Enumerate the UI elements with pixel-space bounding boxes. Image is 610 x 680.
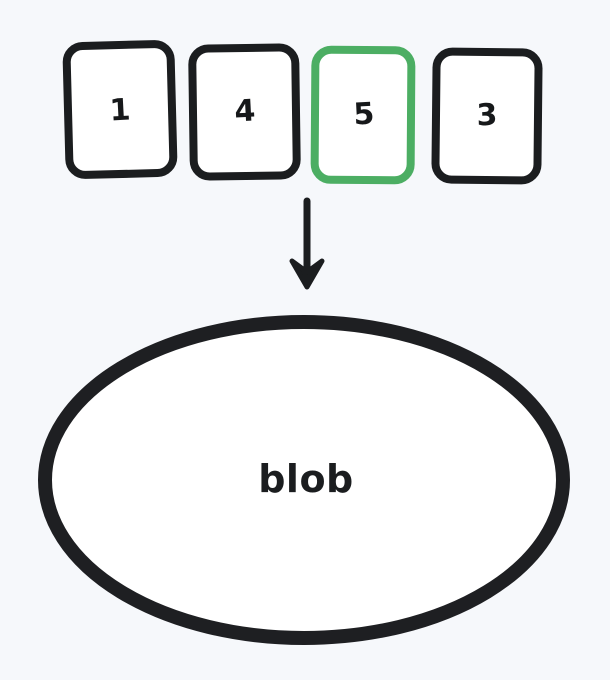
- card-label: 1: [109, 92, 132, 128]
- card-shape[interactable]: [310, 45, 416, 185]
- downward-arrow: [289, 197, 325, 290]
- blob-ellipse[interactable]: [38, 315, 570, 645]
- card-item-0[interactable]: 1: [62, 40, 178, 179]
- card-shape[interactable]: [62, 40, 178, 179]
- arrow-head: [289, 258, 325, 290]
- card-item-2-selected[interactable]: 5: [310, 45, 416, 185]
- card-shape[interactable]: [188, 43, 301, 181]
- card-label: 4: [234, 93, 257, 129]
- card-label: 5: [353, 96, 376, 132]
- card-shape[interactable]: [431, 47, 543, 185]
- card-item-3[interactable]: 3: [431, 47, 543, 185]
- card-label: 3: [476, 98, 498, 134]
- blob-node[interactable]: blob: [38, 315, 570, 645]
- blob-label: blob: [258, 457, 354, 501]
- card-row: 1 4 5 3: [62, 40, 543, 185]
- card-item-1[interactable]: 4: [188, 43, 301, 181]
